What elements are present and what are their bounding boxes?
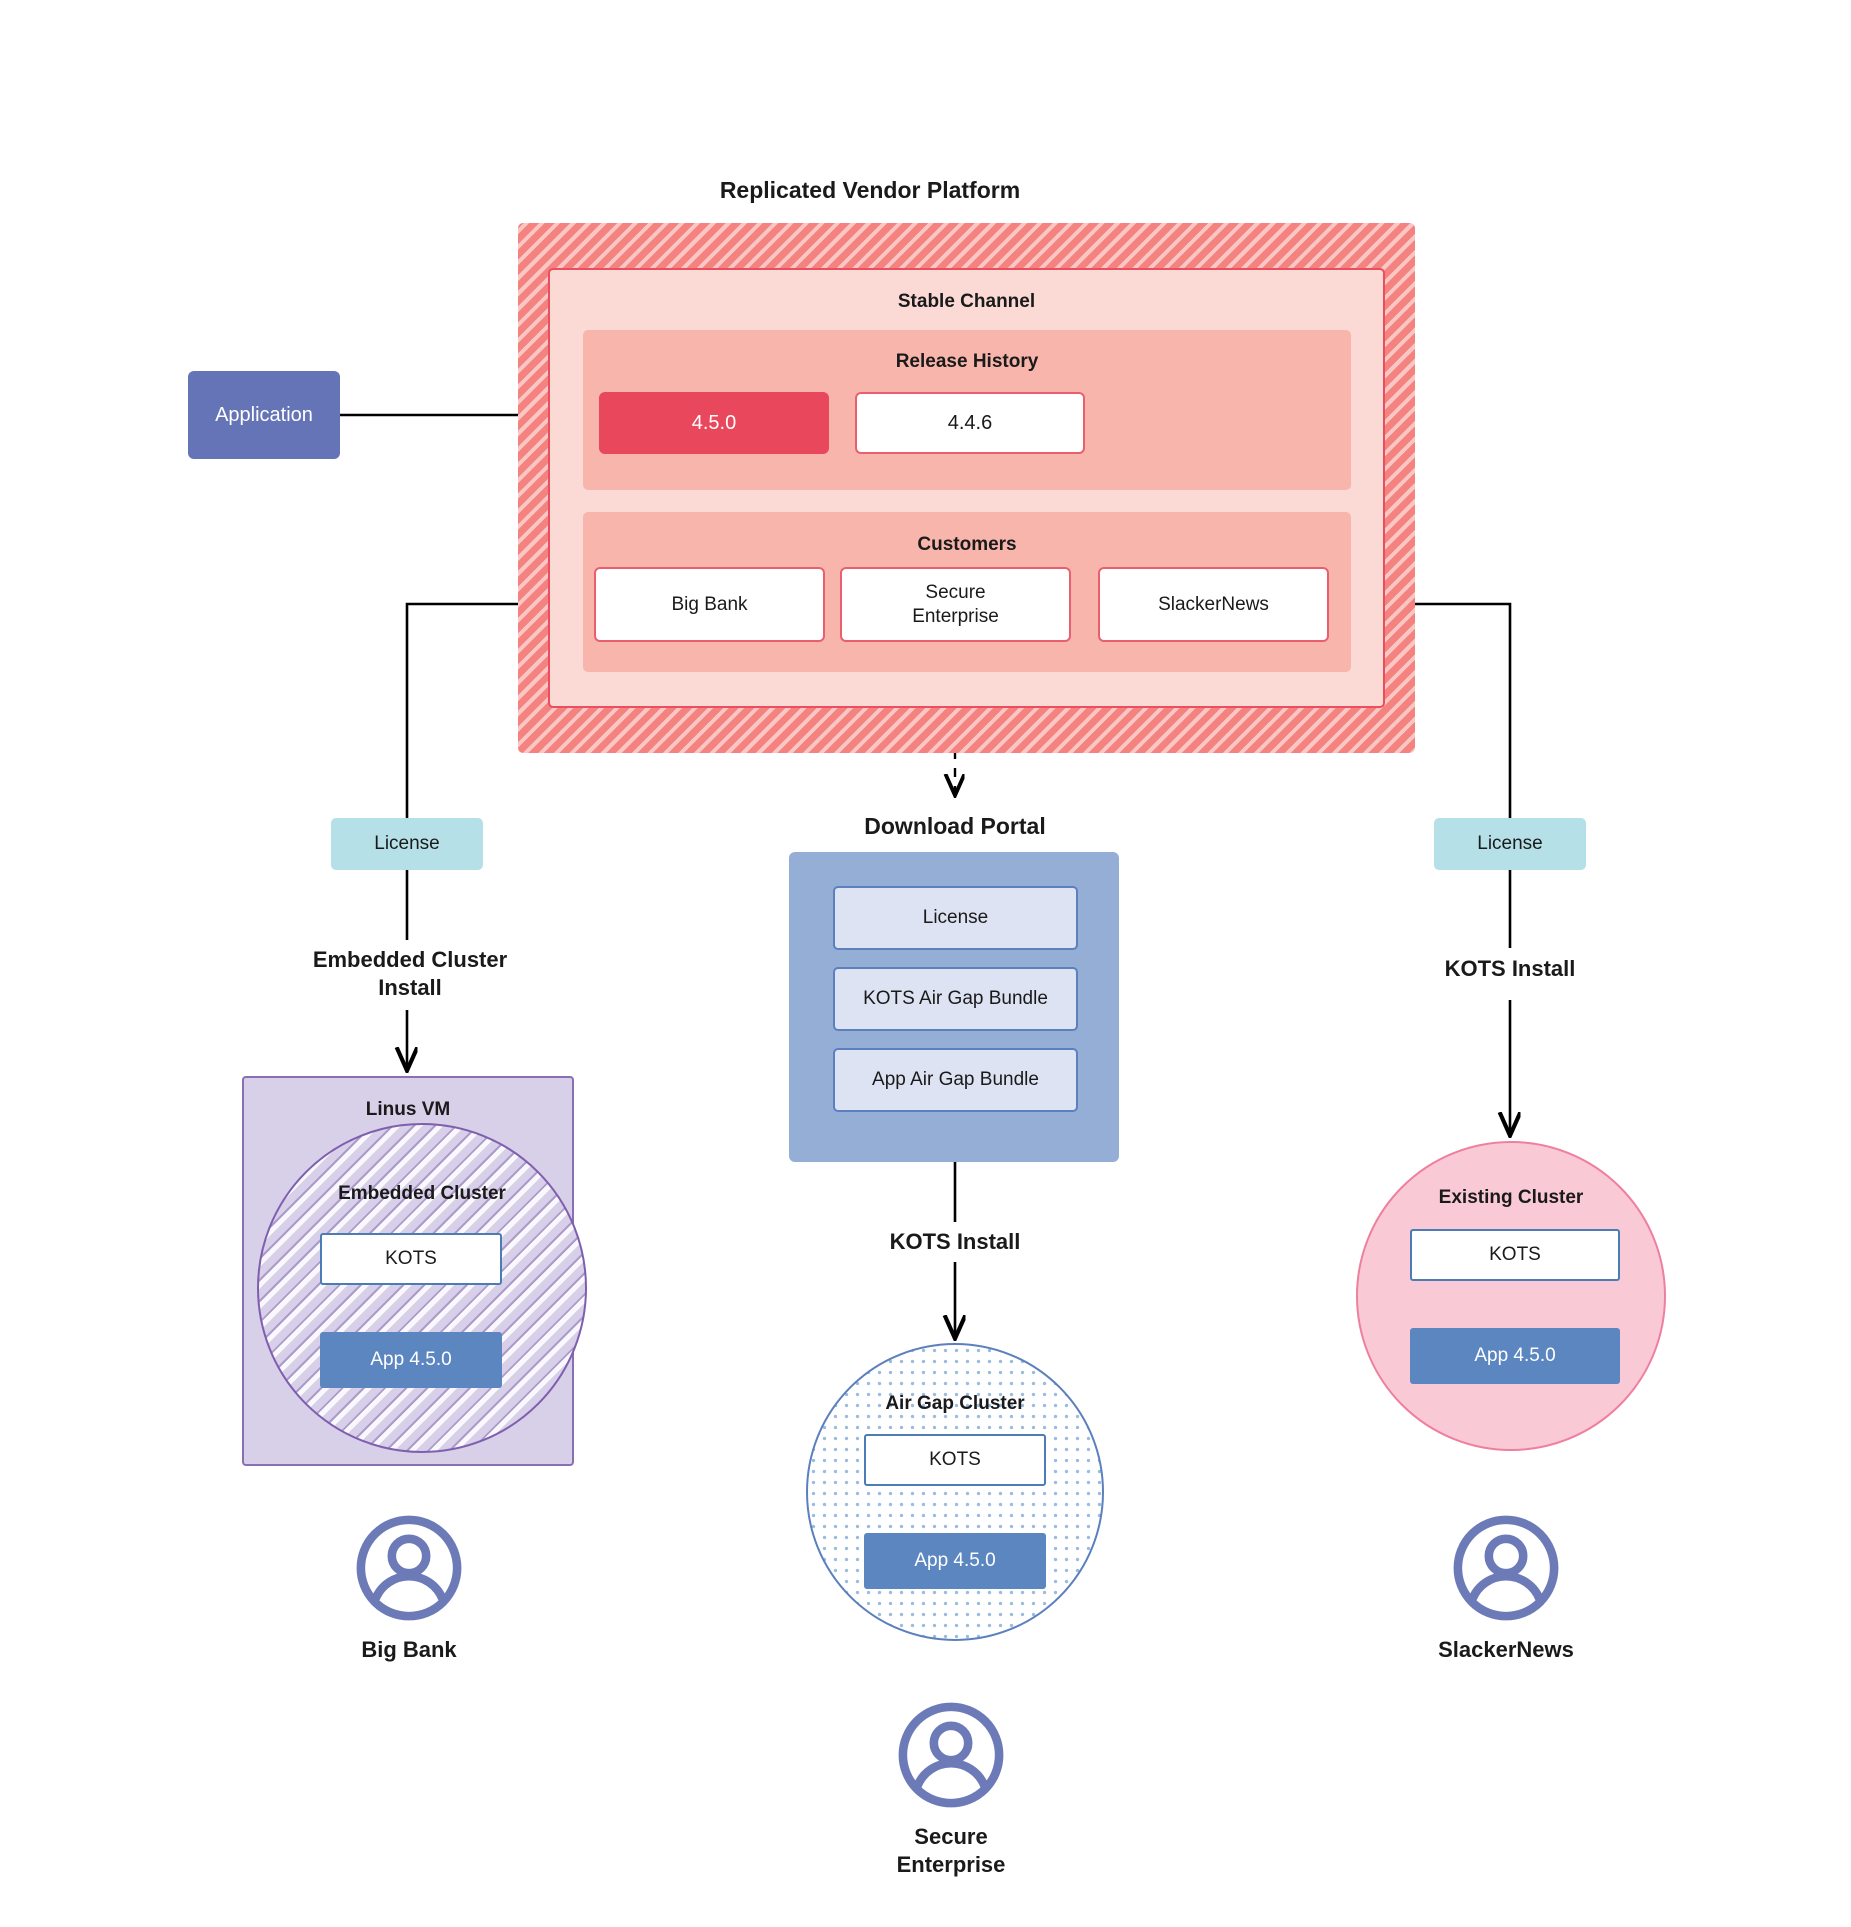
label-kots-install-center: KOTS Install [889,1229,1021,1254]
customer-box-big-bank[interactable]: Big Bank [594,567,825,642]
release-history-label: Release History [895,351,1039,372]
kots-box-airgap[interactable]: KOTS [864,1434,1046,1486]
release-box-current[interactable]: 4.5.0 [599,392,829,454]
portal-item-app-air-gap-bundle[interactable]: App Air Gap Bundle [833,1048,1078,1112]
label-kots-install-right: KOTS Install [1444,956,1576,981]
customer-box-slackernews[interactable]: SlackerNews [1098,567,1329,642]
user-avatar-icon [354,1513,464,1623]
embedded-cluster-circle [257,1123,587,1453]
page-title: Replicated Vendor Platform [719,177,1021,203]
app-box-embedded[interactable]: App 4.5.0 [320,1332,502,1388]
portal-item-kots-air-gap-bundle[interactable]: KOTS Air Gap Bundle [833,967,1078,1031]
app-box-airgap[interactable]: App 4.5.0 [864,1533,1046,1589]
customer-name-slackernews: SlackerNews [1438,1637,1574,1662]
user-avatar-icon [1451,1513,1561,1623]
air-gap-cluster-circle [806,1343,1104,1641]
customers-label: Customers [917,534,1017,555]
license-chip-right[interactable]: License [1434,818,1586,870]
download-portal-title: Download Portal [864,813,1046,839]
stable-channel-label: Stable Channel [897,291,1036,312]
air-gap-cluster-label: Air Gap Cluster [885,1393,1025,1414]
app-box-existing[interactable]: App 4.5.0 [1410,1328,1620,1384]
embedded-cluster-label: Embedded Cluster [338,1183,506,1204]
linux-vm-label: Linus VM [365,1099,451,1120]
portal-item-license[interactable]: License [833,886,1078,950]
application-node[interactable]: Application [188,371,340,459]
customer-name-big-bank: Big Bank [361,1637,457,1662]
kots-box-embedded[interactable]: KOTS [320,1233,502,1285]
user-avatar-icon [896,1700,1006,1810]
kots-box-existing[interactable]: KOTS [1410,1229,1620,1281]
release-box-past[interactable]: 4.4.6 [855,392,1085,454]
license-chip-left[interactable]: License [331,818,483,870]
existing-cluster-circle [1356,1141,1666,1451]
existing-cluster-label: Existing Cluster [1438,1187,1584,1208]
